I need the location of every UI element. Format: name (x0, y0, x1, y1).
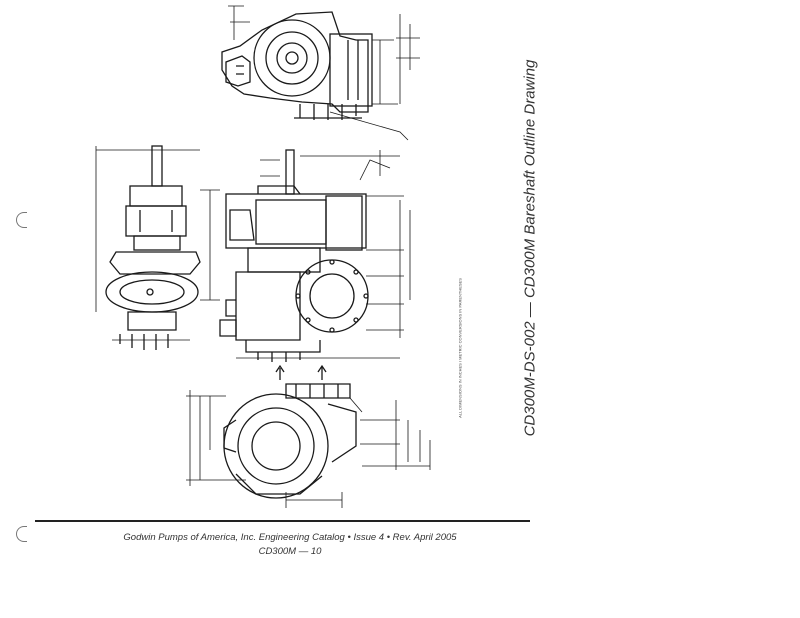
bottom-view (186, 364, 431, 508)
top-view (221, 5, 420, 141)
drawing-title-block: CD300M-DS-002 — CD300M Bareshaft Outline… (515, 59, 545, 436)
dimension-notes-block: ALL DIMENSIONS IN INCHES / METRIC CONVER… (440, 278, 480, 418)
footer-catalog-line: Godwin Pumps of America, Inc. Engineerin… (123, 532, 457, 543)
footer-rule (35, 520, 530, 522)
dimension-notes: ALL DIMENSIONS IN INCHES / METRIC CONVER… (457, 278, 463, 418)
footer-page-number: CD300M — 10 (258, 546, 322, 557)
punch-hole-bottom (16, 526, 27, 542)
drawing-title: CD300M-DS-002 — CD300M Bareshaft Outline… (521, 59, 539, 436)
side-view (219, 149, 411, 362)
punch-hole-top (16, 212, 27, 228)
end-view (95, 145, 220, 350)
